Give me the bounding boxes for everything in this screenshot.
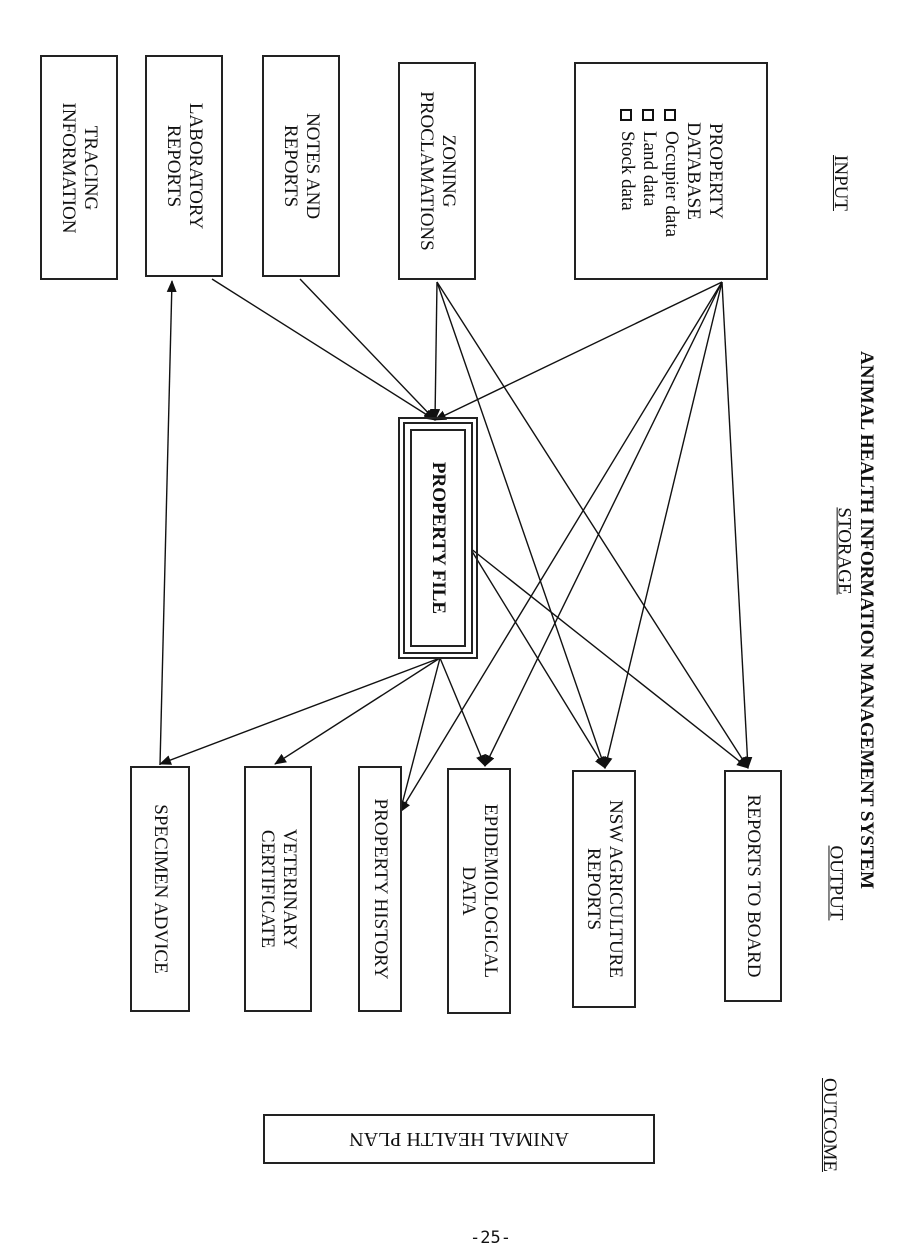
nsw-label-1: NSW AGRICULTURE — [605, 800, 626, 978]
arrow-specimen-to-laboratory — [159, 280, 177, 766]
notes-and-reports-box: NOTES AND REPORTS — [262, 55, 340, 277]
property-database-label-2: DATABASE — [683, 122, 704, 220]
stock-data-item: Stock data — [616, 105, 638, 237]
arrow-laboratory-to-property-file — [211, 278, 436, 421]
land-data-item: Land data — [638, 105, 660, 237]
property-database-box: PROPERTY DATABASE Occupier data Land dat… — [574, 62, 768, 280]
zoning-proclamations-box: ZONING PROCLAMATIONS — [398, 62, 476, 280]
arrow-zoning-to-nsw — [436, 281, 607, 769]
notes-label-1: NOTES AND — [302, 112, 323, 220]
animal-health-plan-label: ANIMAL HEALTH PLAN — [349, 1128, 569, 1150]
zoning-label-1: ZONING — [438, 134, 459, 208]
laboratory-label-2: REPORTS — [163, 124, 184, 208]
epi-label-1: EPIDEMIOLOGICAL — [480, 803, 501, 979]
property-history-box: PROPERTY HISTORY — [358, 766, 402, 1012]
laboratory-label-1: LABORATORY — [185, 102, 206, 230]
property-file-inner-border — [410, 429, 466, 647]
property-database-label-1: PROPERTY — [705, 123, 726, 219]
arrow-property-database-to-property-file — [434, 281, 723, 421]
tracing-label-2: INFORMATION — [58, 102, 79, 233]
arrow-property-database-to-epi — [484, 281, 723, 767]
arrow-property-file-to-vet — [274, 657, 441, 765]
occupier-data-item: Occupier data — [660, 105, 682, 237]
arrow-property-database-to-nsw — [602, 281, 723, 769]
arrow-zoning-to-property-file — [430, 281, 441, 421]
veterinary-certificate-box: VETERINARY CERTIFICATE — [244, 766, 312, 1012]
page-number: -25- — [470, 1228, 511, 1248]
specimen-label: SPECIMEN ADVICE — [150, 804, 171, 974]
arrow-property-file-to-epi — [439, 657, 486, 767]
arrow-property-file-to-nsw — [469, 547, 606, 769]
animal-health-plan-box: ANIMAL HEALTH PLAN — [263, 1114, 655, 1164]
arrow-property-file-to-history — [397, 657, 441, 813]
board-label: REPORTS TO BOARD — [743, 794, 764, 978]
history-label: PROPERTY HISTORY — [370, 798, 391, 980]
epi-label-2: DATA — [458, 866, 479, 916]
zoning-label-2: PROCLAMATIONS — [416, 91, 437, 251]
tracing-information-box: TRACING INFORMATION — [40, 55, 118, 280]
specimen-advice-box: SPECIMEN ADVICE — [130, 766, 190, 1012]
nsw-label-2: REPORTS — [583, 847, 604, 931]
arrow-property-database-to-history — [399, 281, 723, 813]
arrow-property-database-to-board — [721, 281, 753, 769]
epidemiological-data-box: EPIDEMIOLOGICAL DATA — [447, 768, 511, 1014]
vet-label-1: VETERINARY — [279, 828, 300, 950]
tracing-label-1: TRACING — [80, 125, 101, 210]
reports-to-board-box: REPORTS TO BOARD — [724, 770, 782, 1002]
arrow-property-file-to-board — [469, 547, 749, 769]
nsw-agriculture-reports-box: NSW AGRICULTURE REPORTS — [572, 770, 636, 1008]
laboratory-reports-box: LABORATORY REPORTS — [145, 55, 223, 277]
property-file-box: PROPERTY FILE — [398, 417, 478, 659]
arrow-notes-to-property-file — [299, 278, 436, 421]
vet-label-2: CERTIFICATE — [257, 829, 278, 949]
notes-label-2: REPORTS — [280, 124, 301, 208]
property-file-label: PROPERTY FILE — [428, 461, 449, 615]
arrow-property-file-to-specimen — [159, 657, 441, 765]
arrow-zoning-to-board — [436, 281, 749, 769]
